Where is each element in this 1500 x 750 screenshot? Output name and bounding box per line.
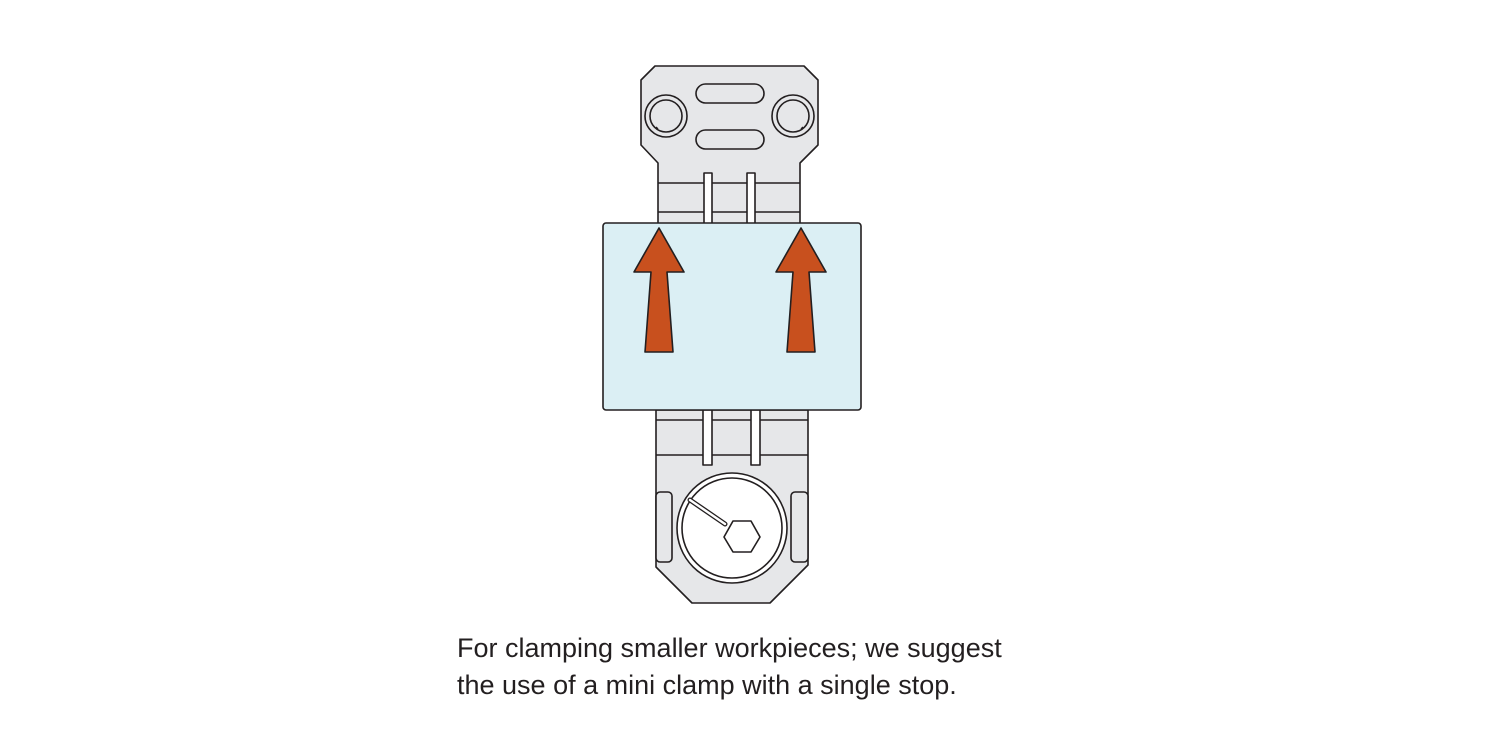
upper-stop-block <box>640 65 819 226</box>
left-bolt-hole-inner <box>649 99 683 133</box>
lower-guide-bar-right <box>750 409 761 466</box>
caption-line-2: the use of a mini clamp with a single st… <box>457 670 957 700</box>
left-side-recess <box>655 491 673 563</box>
upper-guide-bar-left <box>703 172 713 226</box>
workpiece <box>602 222 862 411</box>
right-bolt-hole-inner <box>776 99 810 133</box>
caption-line-1: For clamping smaller workpieces; we sugg… <box>457 633 1002 663</box>
hex-screw-icon <box>723 520 761 553</box>
right-side-recess <box>790 491 809 563</box>
arrow-up-icon <box>633 227 685 353</box>
diagram-caption: For clamping smaller workpieces; we sugg… <box>457 630 1077 704</box>
upper-slot <box>695 83 765 104</box>
lower-slot <box>695 129 765 150</box>
upper-guide-bar-right <box>746 172 756 226</box>
lower-clamp-block <box>655 409 809 604</box>
arrow-up-icon <box>775 227 827 353</box>
lower-guide-bar-left <box>702 409 713 466</box>
